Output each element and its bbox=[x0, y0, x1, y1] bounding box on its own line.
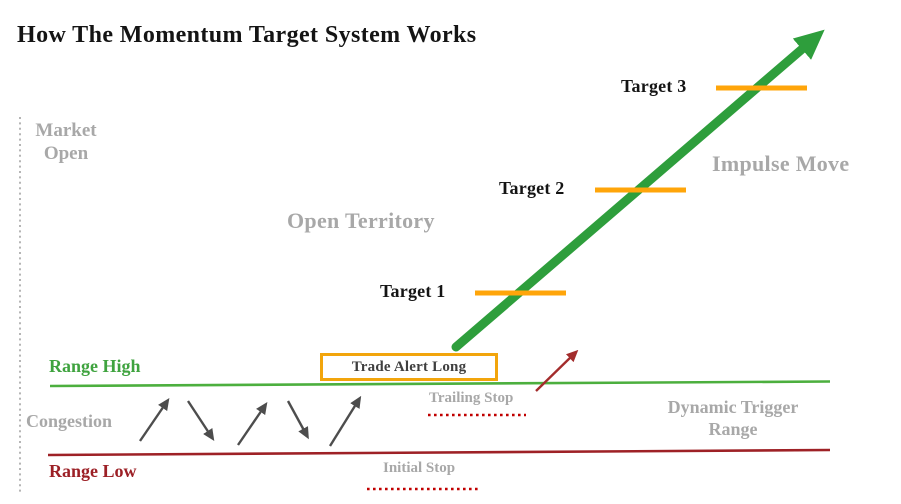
dynamic-trigger-range-line2: Range bbox=[708, 419, 758, 439]
congestion-arrow-down-2 bbox=[286, 400, 309, 440]
trade-alert-long-box: Trade Alert Long bbox=[320, 353, 498, 381]
impulse-arrow bbox=[451, 29, 825, 352]
impulse-move-label: Impulse Move bbox=[712, 151, 850, 176]
trailing-stop-label: Trailing Stop bbox=[429, 390, 514, 406]
trailing-stop-arrow bbox=[535, 349, 579, 392]
dynamic-trigger-range-line1: Dynamic Trigger bbox=[667, 397, 799, 417]
range-high-line bbox=[49, 380, 831, 388]
trade-alert-long-label: Trade Alert Long bbox=[351, 358, 467, 375]
congestion-arrow-up-3 bbox=[328, 395, 362, 447]
target-3-label: Target 3 bbox=[621, 76, 687, 96]
congestion-arrow-down-1 bbox=[186, 400, 215, 442]
target-2-label: Target 2 bbox=[499, 178, 565, 198]
congestion-label: Congestion bbox=[26, 411, 113, 431]
range-high-label: Range High bbox=[49, 356, 141, 376]
page-title: How The Momentum Target System Works bbox=[17, 22, 477, 48]
range-low-line bbox=[47, 448, 831, 457]
market-open-line1: Market bbox=[35, 120, 97, 141]
dynamic-trigger-range-label: Dynamic Trigger Range bbox=[648, 396, 818, 440]
congestion-arrow-up-1 bbox=[139, 398, 170, 442]
market-open-label: Market Open bbox=[28, 119, 104, 165]
range-low-label: Range Low bbox=[49, 461, 137, 481]
congestion-arrow-up-2 bbox=[237, 402, 268, 446]
market-open-line2: Open bbox=[43, 143, 89, 164]
initial-stop-label: Initial Stop bbox=[383, 460, 456, 476]
congestion-zigzag-arrows bbox=[139, 395, 362, 447]
open-territory-label: Open Territory bbox=[287, 208, 435, 233]
target-1-label: Target 1 bbox=[380, 281, 446, 301]
